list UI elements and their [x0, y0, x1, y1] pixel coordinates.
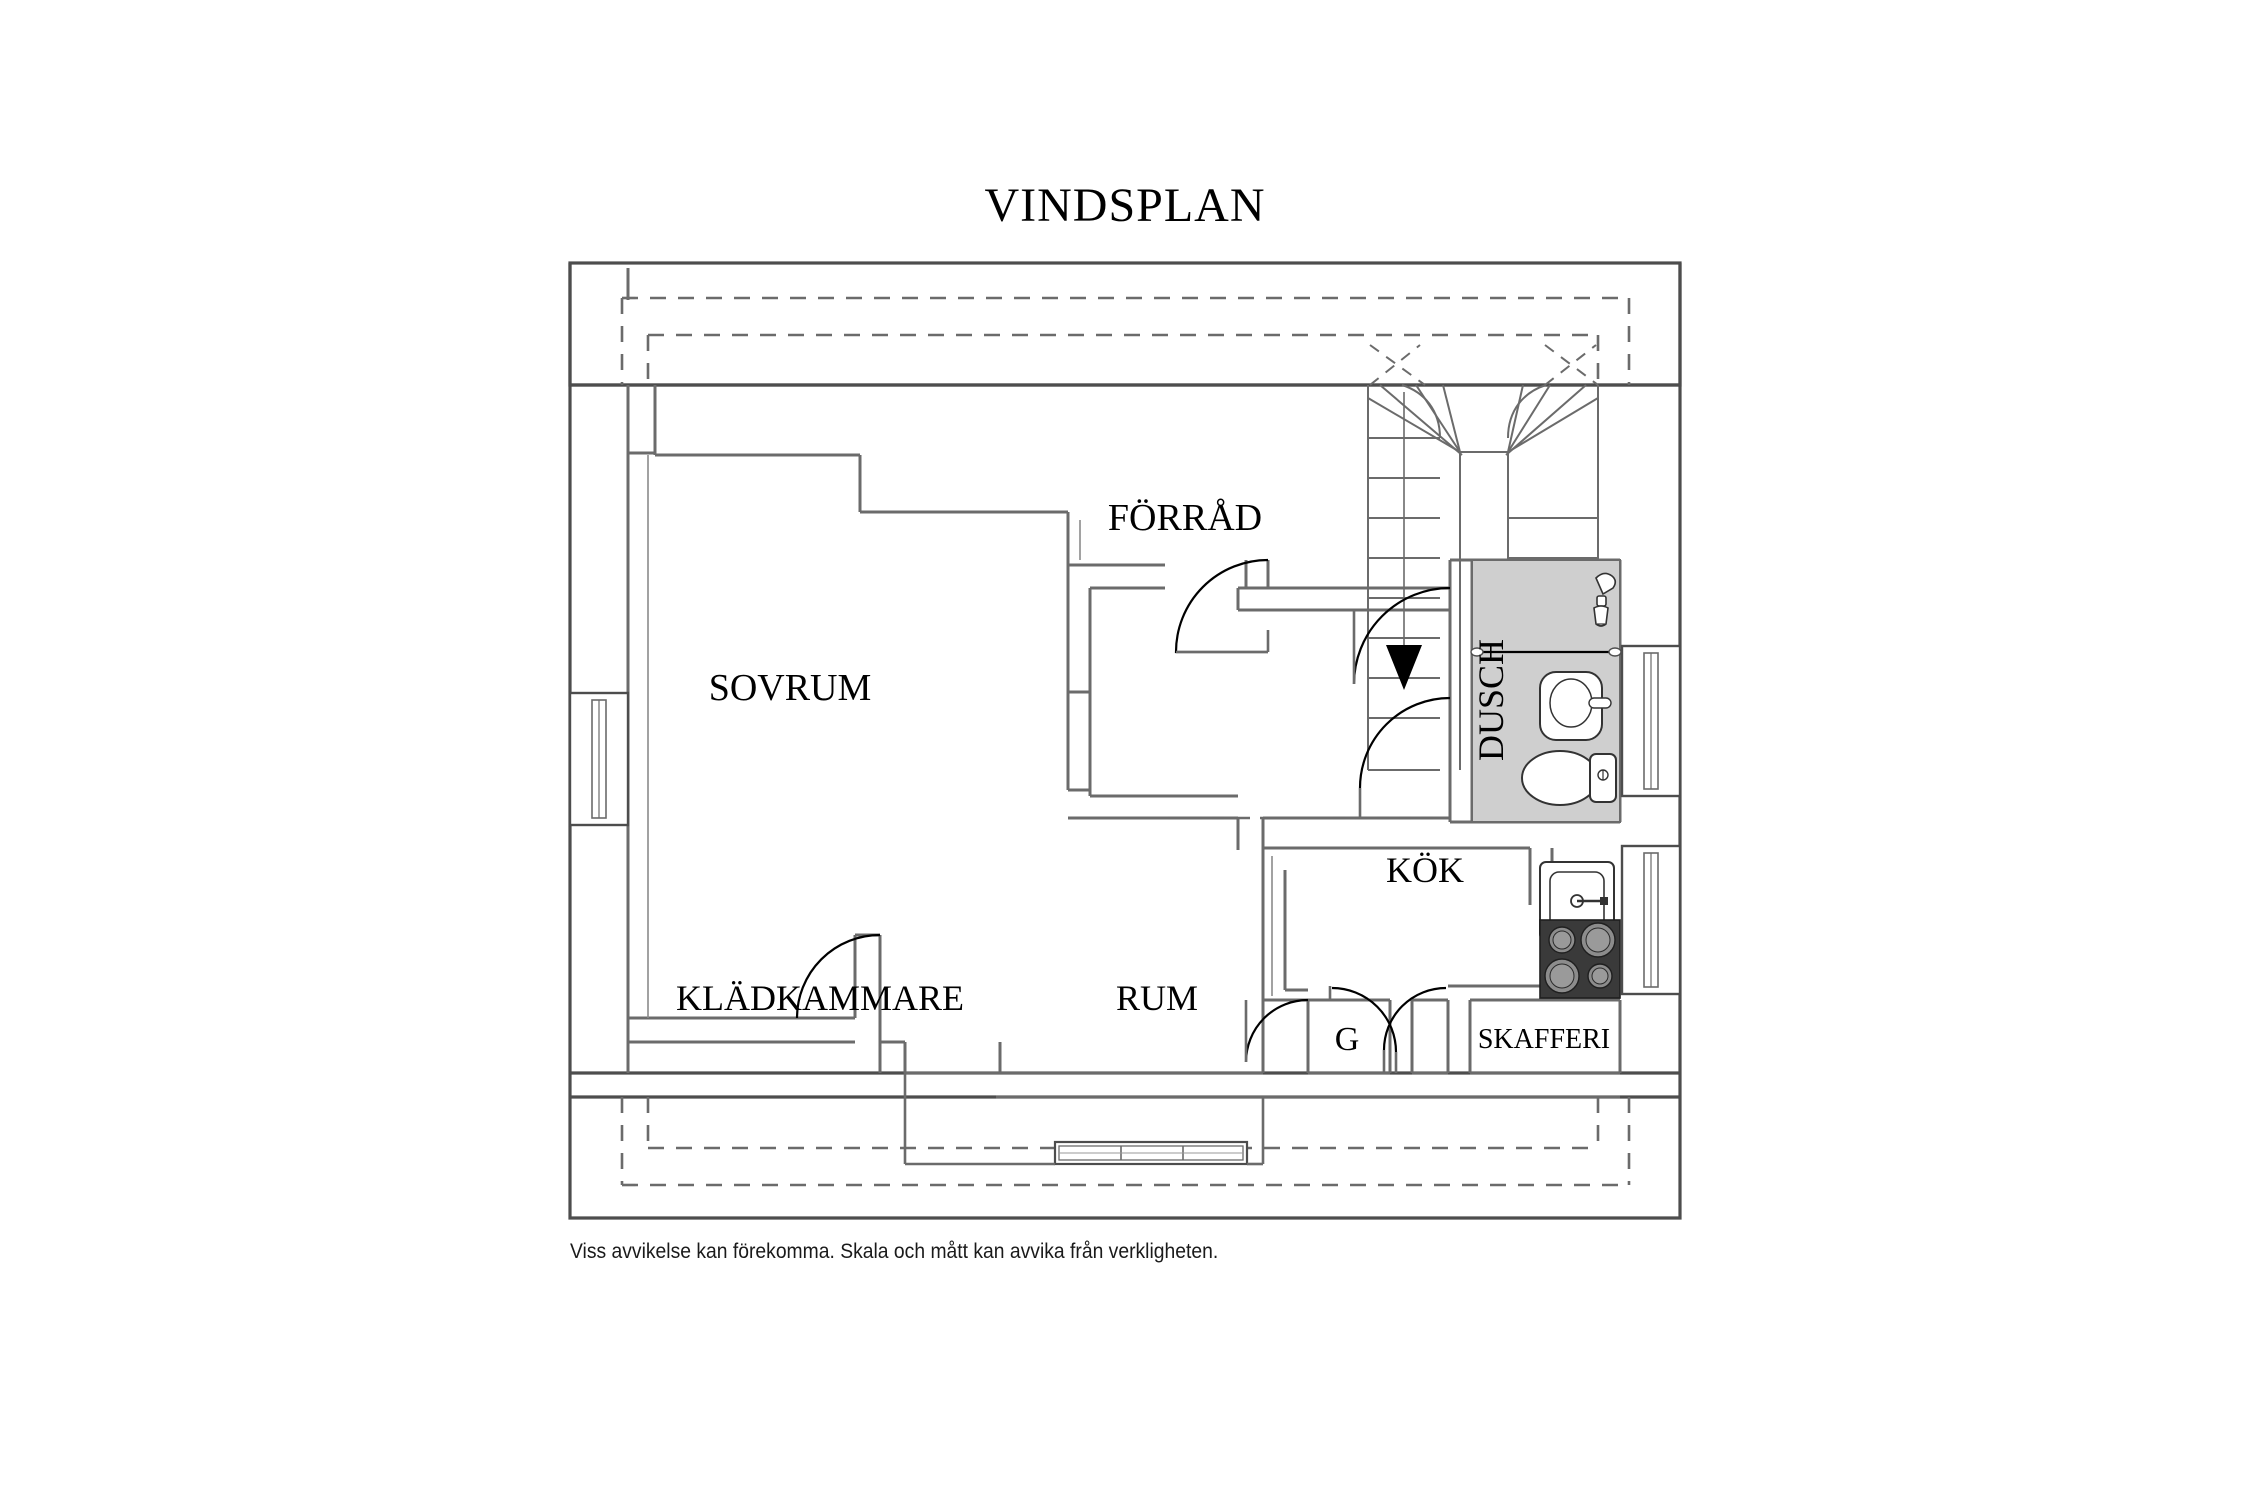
stair-opening-dashed: [1369, 344, 1599, 386]
toilet-icon: [1521, 750, 1617, 806]
room-label-kladkammare: KLÄDKAMMARE: [676, 978, 964, 1018]
room-label-garderob: G: [1335, 1021, 1360, 1058]
door-forrad-left[interactable]: [1174, 558, 1269, 654]
door-skafferi[interactable]: [1382, 986, 1448, 1051]
roof-slope-dashed-lines: [620, 296, 1631, 1187]
room-label-skafferi: SKAFFERI: [1478, 1024, 1610, 1055]
door-forrad-right[interactable]: [1352, 586, 1451, 685]
room-label-sovrum: SOVRUM: [709, 667, 872, 709]
stove-icon: [1539, 919, 1621, 999]
window-east-kitchen: [1620, 844, 1682, 996]
room-label-kok: KÖK: [1386, 850, 1464, 890]
window-east-bathroom: [1620, 644, 1682, 798]
room-labels: SOVRUM FÖRRÅD DUSCH KÖK KLÄDKAMMARE RUM …: [676, 497, 1610, 1058]
page-title: VINDSPLAN: [984, 179, 1266, 232]
door-garderob[interactable]: [1244, 998, 1309, 1063]
wall-inner-outlines: [647, 455, 1273, 1018]
disclaimer-caption: Viss avvikelse kan förekomma. Skala och …: [570, 1240, 1219, 1263]
stair-direction-arrow-icon: [1386, 645, 1422, 690]
door-sovrum-rum[interactable]: [795, 933, 881, 1019]
door-kok-left[interactable]: [1330, 986, 1398, 1053]
window-west: [568, 691, 630, 827]
wash-basin-icon: [1539, 671, 1612, 741]
room-label-forrad: FÖRRÅD: [1108, 497, 1262, 539]
room-label-dusch: DUSCH: [1471, 639, 1511, 761]
door-jambs: [1176, 610, 1398, 1073]
room-label-rum: RUM: [1116, 978, 1198, 1018]
door-dusch[interactable]: [1358, 696, 1451, 789]
shower-head-icon: [1593, 572, 1617, 627]
window-south-rum: [1053, 1140, 1249, 1166]
rum-south-projection: [903, 1073, 1265, 1166]
